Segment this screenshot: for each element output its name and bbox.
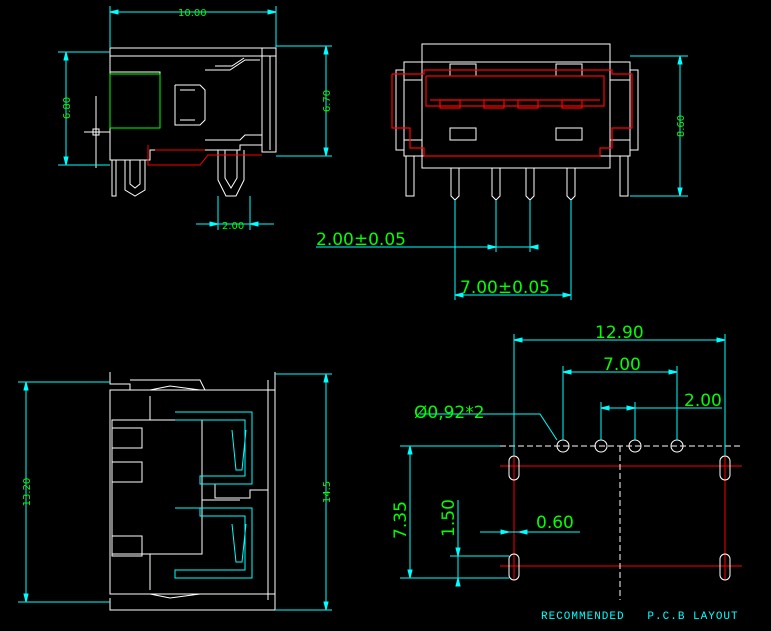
pcb-hole-callout: Ø0,92*2	[414, 403, 485, 423]
front-view-dimensions	[316, 55, 688, 300]
side-view-height-right-label: 6.70	[322, 90, 333, 112]
side-view-pitch-label: 2.00	[222, 221, 244, 232]
side-view-dimensions	[58, 6, 332, 230]
pcb-slot-length-label: 1.50	[439, 499, 459, 537]
front-view-height-label: 8.60	[676, 115, 687, 137]
side-view	[84, 47, 277, 197]
pcb-slot-4	[719, 553, 731, 581]
side-view-height-left-label: 6.80	[62, 97, 73, 119]
pcb-slot-width-label: 0.60	[536, 513, 574, 533]
bottom-view-contacts	[174, 411, 253, 579]
front-view-pin-pitch-label: 2.00±0.05	[316, 230, 406, 250]
bottom-view-dimensions	[18, 373, 332, 611]
front-view	[395, 43, 639, 201]
pcb-pin-span-label: 7.00	[603, 355, 641, 375]
bottom-view-length-left-label: 13.20	[22, 478, 33, 507]
front-view-pin-span-label: 7.00±0.05	[460, 278, 550, 298]
pcb-overall-width-label: 12.90	[595, 323, 644, 343]
bottom-view-length-right-label: 14.5	[322, 481, 333, 503]
pcb-layout: 12.90 7.00 2.00 Ø0,92*2 0.60 7.35 1.50 R…	[391, 323, 742, 623]
side-view-tongue	[109, 73, 161, 129]
front-view-cutaway	[391, 69, 633, 157]
side-view-width-label: 10.00	[178, 8, 207, 19]
side-view-cutaway	[147, 145, 262, 166]
pcb-layout-caption: RECOMMENDED P.C.B LAYOUT	[541, 611, 739, 623]
pcb-row-offset-label: 7.35	[391, 501, 411, 539]
pcb-slot-3	[508, 553, 520, 581]
pcb-pin-pitch-label: 2.00	[684, 391, 722, 411]
bottom-view	[109, 372, 276, 611]
